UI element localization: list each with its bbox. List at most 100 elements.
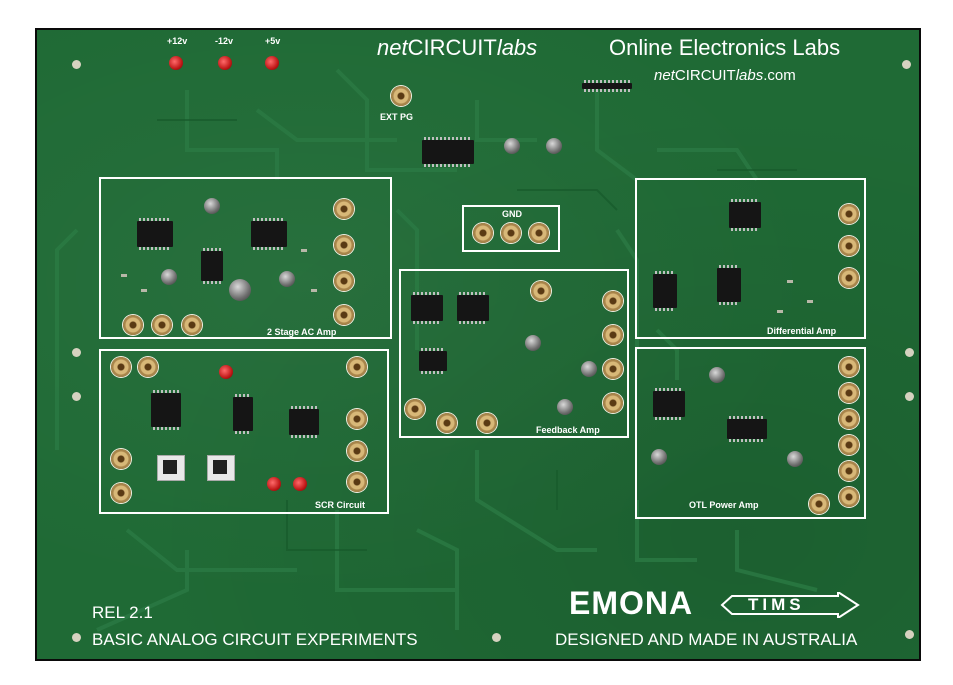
capacitor (581, 361, 597, 377)
signal-socket[interactable] (111, 449, 131, 469)
signal-socket[interactable] (839, 461, 859, 481)
indicator-led (219, 365, 233, 379)
indicator-led (293, 477, 307, 491)
mounting-hole (72, 392, 81, 401)
mounting-hole (492, 633, 501, 642)
signal-socket[interactable] (138, 357, 158, 377)
website-circuit: CIRCUIT (674, 67, 736, 84)
signal-socket[interactable] (347, 441, 367, 461)
signal-socket[interactable] (437, 413, 457, 433)
power-led-plus5v (265, 56, 279, 70)
signal-socket[interactable] (347, 409, 367, 429)
signal-socket[interactable] (111, 357, 131, 377)
ic-chip (233, 394, 253, 434)
otl-module: OTL Power Amp (635, 347, 866, 519)
resistor (301, 249, 307, 252)
signal-socket[interactable] (111, 483, 131, 503)
pcb-board: +12v -12v +5v netCIRCUITlabs Online Elec… (35, 28, 921, 661)
ext-pg-socket[interactable] (391, 86, 411, 106)
power-led-minus12v (218, 56, 232, 70)
signal-socket[interactable] (334, 235, 354, 255)
brand-net: net (377, 35, 408, 60)
power-label-plus12v: +12v (167, 36, 188, 46)
signal-socket[interactable] (839, 409, 859, 429)
capacitor (279, 271, 295, 287)
signal-socket[interactable] (347, 472, 367, 492)
transistor (504, 138, 520, 154)
capacitor (161, 269, 177, 285)
ic-chip (717, 265, 741, 305)
signal-socket[interactable] (334, 305, 354, 325)
tims-logo-text: TIMS (748, 595, 805, 614)
gnd-socket[interactable] (529, 223, 549, 243)
signal-socket[interactable] (839, 268, 859, 288)
ic-chip (653, 271, 677, 311)
capacitor (709, 367, 725, 383)
power-label-minus12v: -12v (215, 36, 234, 46)
signal-socket[interactable] (839, 435, 859, 455)
signal-socket[interactable] (839, 204, 859, 224)
signal-socket[interactable] (603, 393, 623, 413)
signal-socket[interactable] (405, 399, 425, 419)
signal-socket[interactable] (839, 236, 859, 256)
mounting-hole (72, 60, 81, 69)
signal-socket[interactable] (839, 487, 859, 507)
emona-logo: EMONA (569, 585, 694, 621)
signal-socket[interactable] (603, 359, 623, 379)
website: netCIRCUITlabs.com (654, 67, 796, 84)
differential-module: Differential Amp (635, 178, 866, 339)
differential-label: Differential Amp (767, 326, 837, 336)
ic-chip (582, 80, 632, 92)
signal-socket[interactable] (334, 199, 354, 219)
signal-socket[interactable] (839, 357, 859, 377)
brand-title: netCIRCUITlabs (377, 35, 537, 61)
signal-socket[interactable] (152, 315, 172, 335)
signal-socket[interactable] (531, 281, 551, 301)
signal-socket[interactable] (839, 383, 859, 403)
resistor (777, 310, 783, 313)
ac-amp-module: 2 Stage AC Amp (99, 177, 392, 339)
signal-socket[interactable] (603, 325, 623, 345)
scr-device (157, 455, 185, 481)
tims-logo: TIMS (720, 592, 860, 618)
gnd-label: GND (502, 209, 522, 219)
signal-socket[interactable] (123, 315, 143, 335)
otl-label: OTL Power Amp (689, 500, 759, 510)
gnd-socket[interactable] (473, 223, 493, 243)
mounting-hole (905, 630, 914, 639)
ic-chip (422, 137, 474, 167)
signal-socket[interactable] (809, 494, 829, 514)
signal-socket[interactable] (603, 291, 623, 311)
resistor (787, 280, 793, 283)
ic-chip (729, 199, 761, 231)
capacitor (204, 198, 220, 214)
scr-device (207, 455, 235, 481)
signal-socket[interactable] (347, 357, 367, 377)
scr-module: SCR Circuit (99, 349, 389, 514)
ac-amp-label: 2 Stage AC Amp (267, 327, 337, 337)
mounting-hole (72, 348, 81, 357)
power-label-plus5v: +5v (265, 36, 281, 46)
signal-socket[interactable] (477, 413, 497, 433)
ic-chip (411, 292, 443, 324)
experiments-label: BASIC ANALOG CIRCUIT EXPERIMENTS (92, 630, 418, 649)
made-in-label: DESIGNED AND MADE IN AUSTRALIA (555, 630, 858, 649)
ic-chip (151, 390, 181, 430)
scr-label: SCR Circuit (315, 500, 366, 510)
indicator-led (267, 477, 281, 491)
website-domain: .com (763, 67, 796, 84)
signal-socket[interactable] (334, 271, 354, 291)
resistor (807, 300, 813, 303)
mounting-hole (905, 392, 914, 401)
tims-arrow-icon (720, 592, 860, 618)
transistor (546, 138, 562, 154)
signal-socket[interactable] (182, 315, 202, 335)
mounting-hole (902, 60, 911, 69)
gnd-module: GND (462, 205, 560, 252)
resistor (121, 274, 127, 277)
brand-circuit: CIRCUIT (407, 35, 497, 60)
gnd-socket[interactable] (501, 223, 521, 243)
ic-chip (289, 406, 319, 438)
ic-chip (251, 218, 287, 250)
copper-traces (55, 68, 818, 632)
